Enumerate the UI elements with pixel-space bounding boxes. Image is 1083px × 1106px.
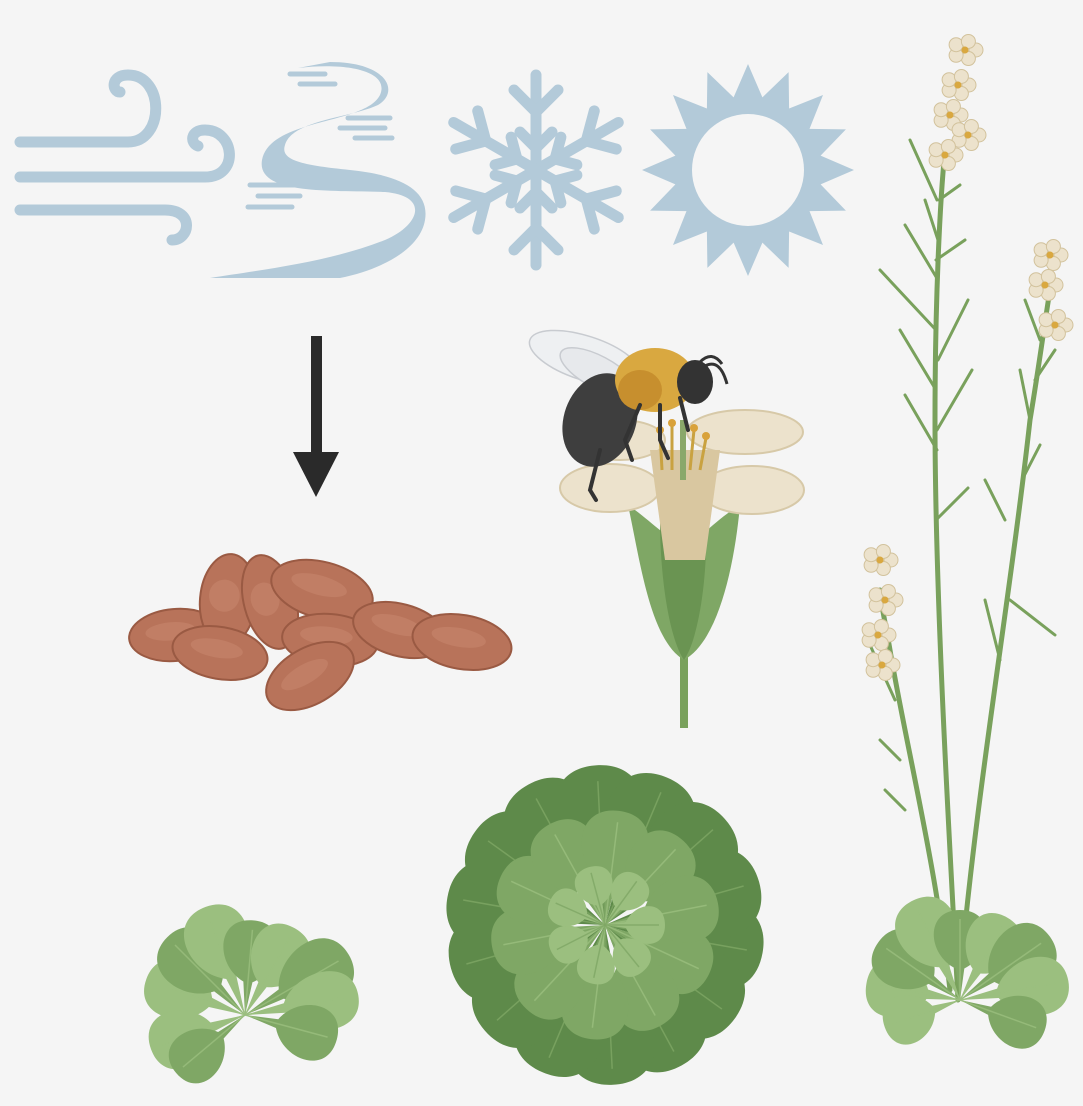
arrow-down-icon xyxy=(293,336,339,497)
wind-icon xyxy=(20,75,229,240)
sun-icon xyxy=(642,64,854,276)
flowering-plant-icon xyxy=(861,34,1073,1055)
seeds-icon xyxy=(127,549,516,724)
mature-rosette-icon xyxy=(439,760,771,1090)
river-icon xyxy=(210,62,426,278)
snowflake-icon xyxy=(443,75,630,265)
young-rosette-icon xyxy=(136,896,365,1093)
